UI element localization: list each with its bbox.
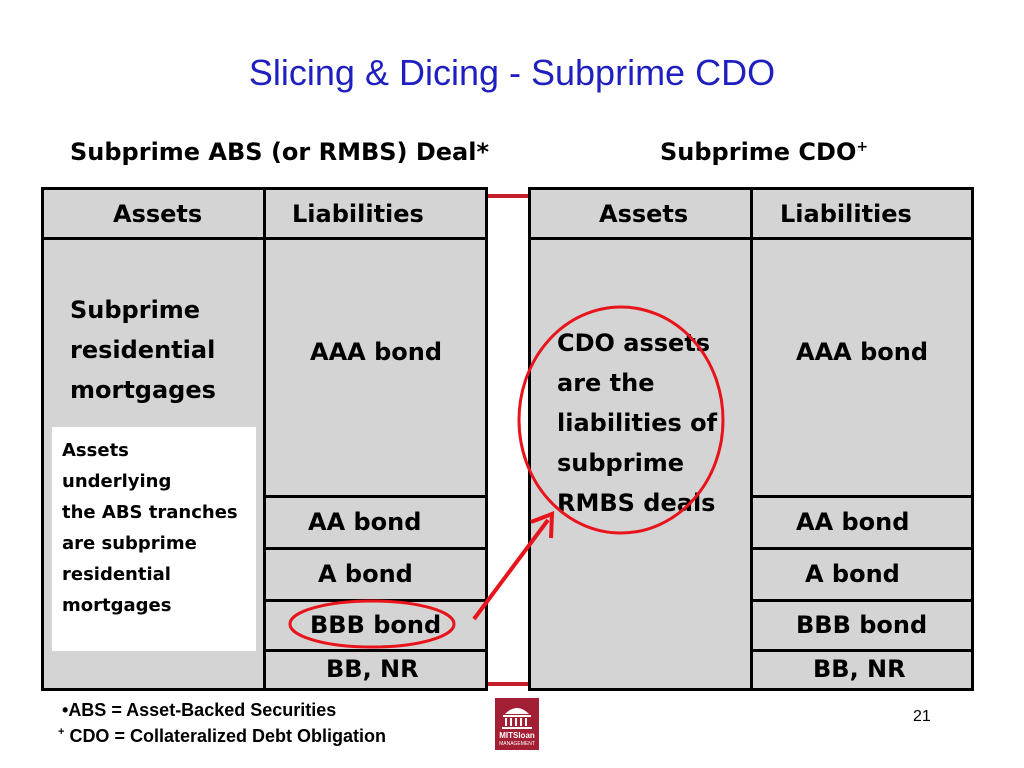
cdo-assets-highlight-circle xyxy=(517,305,725,535)
cdo-liabilities-header: Liabilities xyxy=(780,200,912,228)
note-line: mortgages xyxy=(62,595,172,616)
abs-deal-heading: Subprime ABS (or RMBS) Deal* xyxy=(70,138,490,166)
cdo-assets-line: liabilities of xyxy=(557,409,718,437)
abs-tranche-aaa: AAA bond xyxy=(310,338,443,366)
cdo-tranche-bbb: BBB bond xyxy=(796,611,928,639)
bottom-connector-line xyxy=(487,682,529,686)
abs-liabilities-header: Liabilities xyxy=(292,200,424,228)
abs-assets-line: mortgages xyxy=(70,376,216,404)
abs-tranche-aa: AA bond xyxy=(308,508,422,536)
cdo-tranche-aaa: AAA bond xyxy=(796,338,929,366)
bbb-bond-highlight-ellipse xyxy=(288,599,456,649)
logo-sub: MANAGEMENT xyxy=(499,741,535,747)
note-line: are subprime xyxy=(62,533,197,554)
cdo-assets-header: Assets xyxy=(599,200,689,228)
abs-assets-text: Subprime residential mortgages xyxy=(70,290,216,410)
footnote-plus: + xyxy=(58,726,65,738)
cdo-tranche-bb-nr-cell xyxy=(750,649,974,691)
cdo-liabilities-header-cell xyxy=(750,187,974,240)
slide-title: Slicing & Dicing - Subprime CDO xyxy=(248,52,776,93)
cdo-assets-text: CDO assets are the liabilities of subpri… xyxy=(557,323,717,523)
cdo-tranche-a: A bond xyxy=(805,560,900,588)
arrow-head xyxy=(530,511,555,539)
cdo-tranche-aa: AA bond xyxy=(796,508,910,536)
cdo-heading-sup: + xyxy=(856,139,869,155)
footnote-abs-text: ABS = Asset-Backed Securities xyxy=(68,700,337,720)
abs-tranche-bb-nr-cell xyxy=(263,649,488,691)
abs-assets-header: Assets xyxy=(113,200,203,228)
cdo-assets-line: are the xyxy=(557,369,655,397)
abs-tranche-aa-cell xyxy=(263,495,488,550)
cdo-assets-line: subprime xyxy=(557,449,685,477)
cdo-heading-text: Subprime CDO xyxy=(660,138,857,166)
note-line: underlying xyxy=(62,471,172,492)
note-line: the ABS tranches xyxy=(62,502,238,523)
mit-sloan-logo: MITSloan MANAGEMENT xyxy=(495,698,539,750)
page-number: 21 xyxy=(913,708,931,725)
cdo-assets-line: CDO assets xyxy=(557,329,711,357)
abs-tranche-a: A bond xyxy=(318,560,413,588)
abs-underlying-note: Assets underlying the ABS tranches are s… xyxy=(52,427,256,651)
cdo-tranche-aaa-cell xyxy=(750,237,974,498)
dome-icon xyxy=(502,708,532,729)
footnote-abs: •ABS = Asset-Backed Securities xyxy=(62,700,336,721)
cdo-tranche-bb-nr: BB, NR xyxy=(813,655,906,683)
abs-tranche-bb-nr: BB, NR xyxy=(326,655,419,683)
footnote-cdo-text: CDO = Collateralized Debt Obligation xyxy=(64,726,386,746)
note-line: Assets xyxy=(62,440,129,461)
logo-brand: MITSloan xyxy=(499,731,535,740)
arrow-shaft xyxy=(472,518,550,621)
cdo-tranche-bbb-cell xyxy=(750,599,974,652)
abs-assets-line: residential xyxy=(70,336,216,364)
abs-tranche-bbb: BBB bond xyxy=(310,611,442,639)
note-line: residential xyxy=(62,564,171,585)
footnote-bullet: • xyxy=(62,700,69,720)
abs-assets-line: Subprime xyxy=(70,296,201,324)
footnote-cdo: + CDO = Collateralized Debt Obligation xyxy=(58,726,386,747)
cdo-heading: Subprime CDO+ xyxy=(660,138,868,166)
abs-tranche-aaa-cell xyxy=(263,237,488,498)
top-connector-line xyxy=(487,194,529,198)
